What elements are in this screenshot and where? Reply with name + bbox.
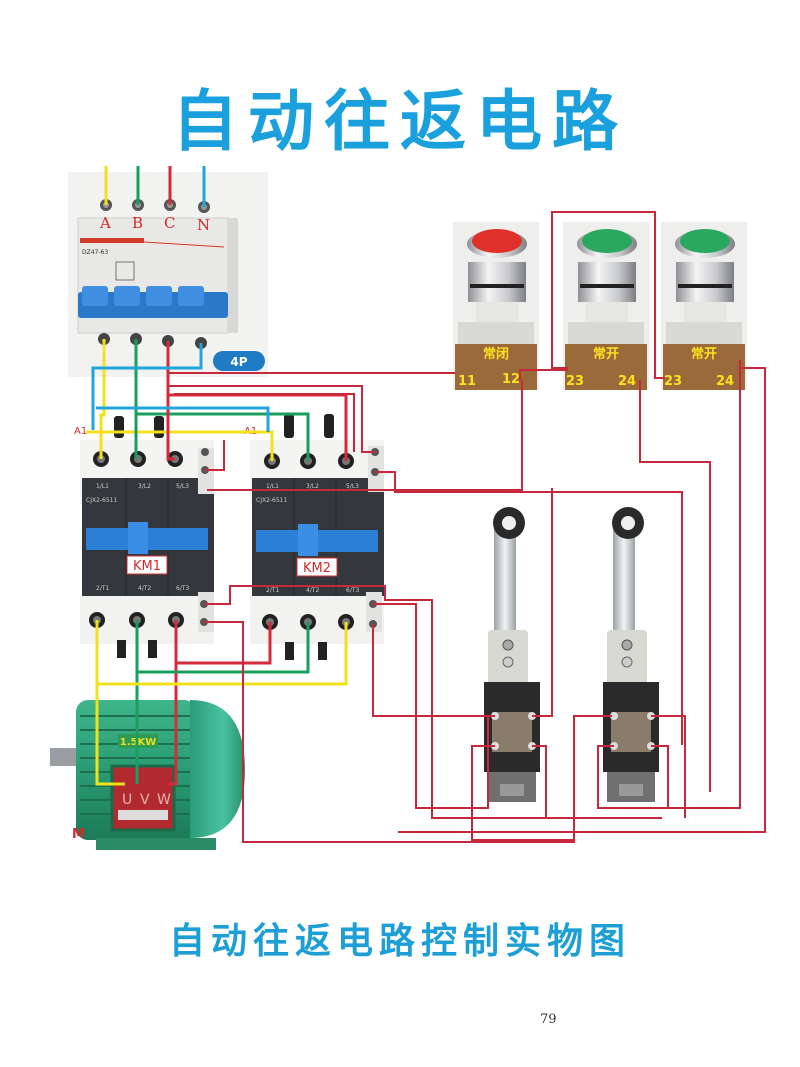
km1-coil-label: A1: [74, 426, 87, 437]
button-start-forward[interactable]: 常开 23 24: [563, 222, 649, 390]
breaker-terminal-n: N: [197, 216, 210, 234]
breaker-4p-badge: 4P: [213, 351, 265, 371]
contactor-label-km2: KM2: [303, 561, 331, 576]
contactor-km2: KM2 CJX2-6511 1/L1 3/L2 5/L3 2/T1 4/T2 6…: [244, 414, 384, 660]
contactor-km1: KM1 CJX2-6511 1/L1 3/L2 5/L3 2/T1 4/T2 6…: [74, 416, 214, 658]
motor: 1.5KW U V W M: [50, 690, 260, 852]
breaker-model: DZ47-63: [82, 249, 108, 256]
button-start-forward-label: 常开: [593, 346, 619, 362]
stop-terminal-11: 11: [458, 374, 476, 389]
circuit-breaker: DZ47-63 A B C N: [68, 172, 268, 377]
motor-terminal-w: W: [157, 792, 171, 808]
limit-switch-2[interactable]: [603, 507, 659, 802]
start2-terminal-23: 23: [664, 374, 682, 389]
start1-terminal-24: 24: [618, 374, 636, 389]
km2-terminal-t1: 2/T1: [266, 587, 280, 594]
power-wiring: [86, 339, 348, 786]
km2-terminal-t3: 6/T3: [346, 587, 360, 594]
breaker-terminal-a: A: [99, 214, 111, 232]
page-subtitle: 自动往返电路控制实物图: [168, 920, 631, 962]
start1-terminal-23: 23: [566, 374, 584, 389]
button-stop-label: 常闭: [483, 346, 509, 362]
button-start-reverse[interactable]: 常开 23 24: [661, 222, 747, 390]
motor-label: M: [72, 827, 85, 842]
km2-terminal-l1: 1/L1: [266, 483, 279, 490]
km2-terminal-t2: 4/T2: [306, 587, 320, 594]
breaker-terminal-c: C: [164, 214, 175, 232]
breaker-handles[interactable]: [78, 286, 228, 318]
page-number: 79: [540, 1012, 557, 1027]
km1-terminal-l1: 1/L1: [96, 483, 109, 490]
motor-terminal-u: U: [122, 792, 132, 808]
button-start-reverse-label: 常开: [691, 346, 717, 362]
km1-terminal-t1: 2/T1: [96, 585, 110, 592]
breaker-terminal-b: B: [132, 214, 143, 232]
km1-terminal-l2: 3/L2: [138, 483, 151, 490]
badge-label: 4P: [230, 355, 247, 369]
limit-switch-1[interactable]: [484, 507, 540, 802]
control-wiring: [168, 211, 766, 843]
km2-terminal-l2: 3/L2: [306, 483, 319, 490]
page-title: 自动往返电路: [172, 82, 628, 160]
button-stop[interactable]: 常闭 11 12: [453, 222, 539, 390]
motor-terminal-v: V: [140, 792, 150, 808]
supply-wires: [104, 166, 206, 207]
km1-terminal-l3: 5/L3: [176, 483, 189, 490]
stop-terminal-12: 12: [502, 372, 520, 387]
contactor-model-km2: CJX2-6511: [256, 497, 288, 504]
km1-terminal-t2: 4/T2: [138, 585, 152, 592]
km2-terminal-l3: 5/L3: [346, 483, 359, 490]
contactor-label-km1: KM1: [133, 559, 161, 574]
contactor-model-km1: CJX2-6511: [86, 497, 118, 504]
km1-terminal-t3: 6/T3: [176, 585, 190, 592]
start2-terminal-24: 24: [716, 374, 734, 389]
